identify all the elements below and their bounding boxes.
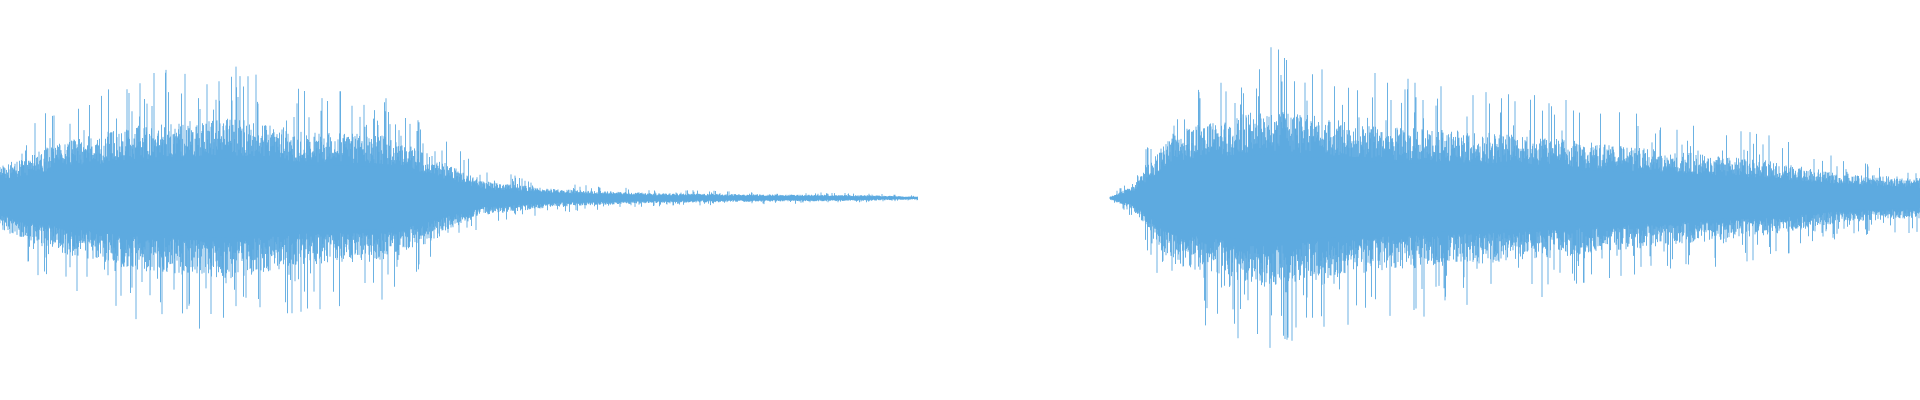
waveform-core-segment-1: [0, 158, 918, 238]
waveform-core-segment-2: [1110, 153, 1920, 243]
